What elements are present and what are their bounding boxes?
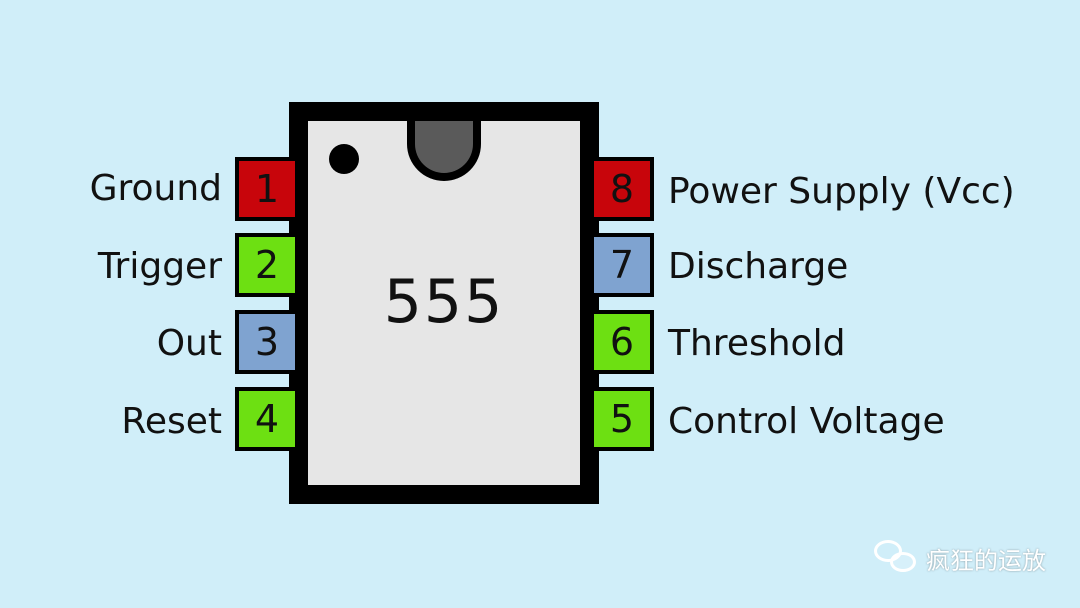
pin-3: 3	[235, 310, 299, 374]
pin-number: 3	[254, 320, 280, 364]
pin-5: 5	[590, 387, 654, 451]
pin-label-threshold: Threshold	[668, 323, 846, 364]
pin-label-out: Out	[156, 323, 222, 364]
pin-7: 7	[590, 233, 654, 297]
pin-8: 8	[590, 157, 654, 221]
pin-2: 2	[235, 233, 299, 297]
pin-number: 7	[609, 243, 635, 287]
pin-1: 1	[235, 157, 299, 221]
pin-label-power-supply: Power Supply (Vcc)	[668, 171, 1015, 212]
watermark-text: 疯狂的运放	[926, 546, 1046, 575]
pin1-indicator-dot	[329, 144, 359, 174]
chip-label: 555	[383, 267, 505, 337]
pin-number: 5	[609, 397, 635, 441]
pin-label-ground: Ground	[89, 168, 222, 209]
chip-notch	[407, 121, 481, 181]
pin-label-reset: Reset	[121, 401, 222, 442]
pin-number: 2	[254, 243, 280, 287]
pin-label-control-voltage: Control Voltage	[668, 401, 945, 442]
pin-number: 1	[254, 167, 280, 211]
pin-6: 6	[590, 310, 654, 374]
watermark: 疯狂的运放	[874, 540, 1046, 576]
pin-label-trigger: Trigger	[97, 246, 222, 287]
ic-chip-555: 555	[289, 102, 599, 504]
pin-number: 8	[609, 167, 635, 211]
pin-4: 4	[235, 387, 299, 451]
wechat-icon	[874, 540, 918, 576]
pin-number: 4	[254, 397, 280, 441]
pin-number: 6	[609, 320, 635, 364]
chip-face: 555	[308, 121, 580, 485]
pin-label-discharge: Discharge	[668, 246, 849, 287]
